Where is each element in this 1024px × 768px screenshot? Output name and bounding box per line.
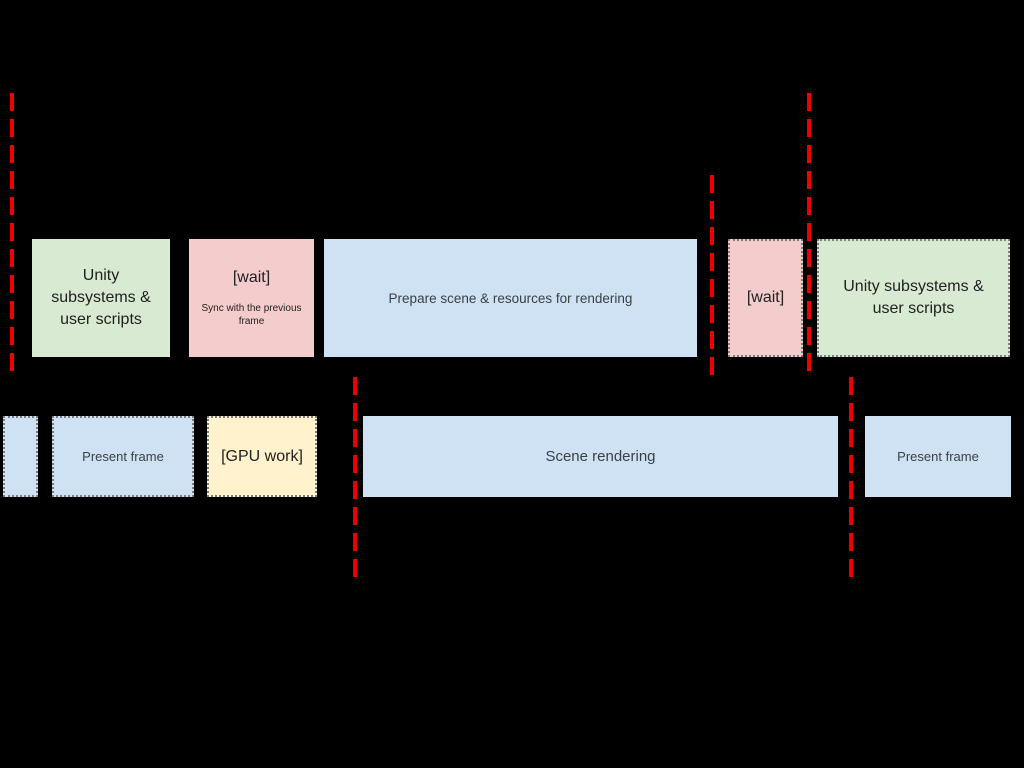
block-present-frame-previous: Present frame — [52, 416, 194, 497]
red-dashed-line-2 — [710, 175, 714, 378]
block-label: Scene rendering — [545, 448, 656, 465]
red-dashed-line-4 — [353, 377, 357, 583]
block-label: [wait] — [232, 269, 271, 286]
block-label: Unity subsystems & user scripts — [51, 267, 151, 328]
block-prepare-scene: Prepare scene & resources for rendering — [324, 239, 697, 357]
block-label: [GPU work] — [221, 447, 303, 465]
block-render-sliver — [3, 416, 38, 497]
block-label: Prepare scene & resources for rendering — [388, 290, 633, 306]
block-present-frame-current: Present frame — [865, 416, 1011, 497]
red-dashed-line-5 — [849, 377, 853, 583]
red-dashed-line-1 — [10, 93, 14, 378]
block-wait-sync-previous-frame: [wait] Sync with the previous frame — [189, 239, 314, 357]
block-unity-subsystems-next: Unity subsystems & user scripts — [817, 239, 1010, 357]
block-label: Present frame — [82, 449, 164, 464]
block-unity-subsystems-current: Unity subsystems & user scripts — [32, 239, 170, 357]
block-label: Present frame — [897, 449, 979, 464]
block-gpu-work: [GPU work] — [207, 416, 317, 497]
block-label: Unity subsystems & user scripts — [843, 278, 984, 317]
block-sublabel: Sync with the previous frame — [201, 303, 302, 327]
red-dashed-line-3 — [807, 93, 811, 378]
block-label: [wait] — [746, 289, 785, 306]
block-scene-rendering: Scene rendering — [363, 416, 838, 497]
block-wait-next: [wait] — [728, 239, 803, 357]
